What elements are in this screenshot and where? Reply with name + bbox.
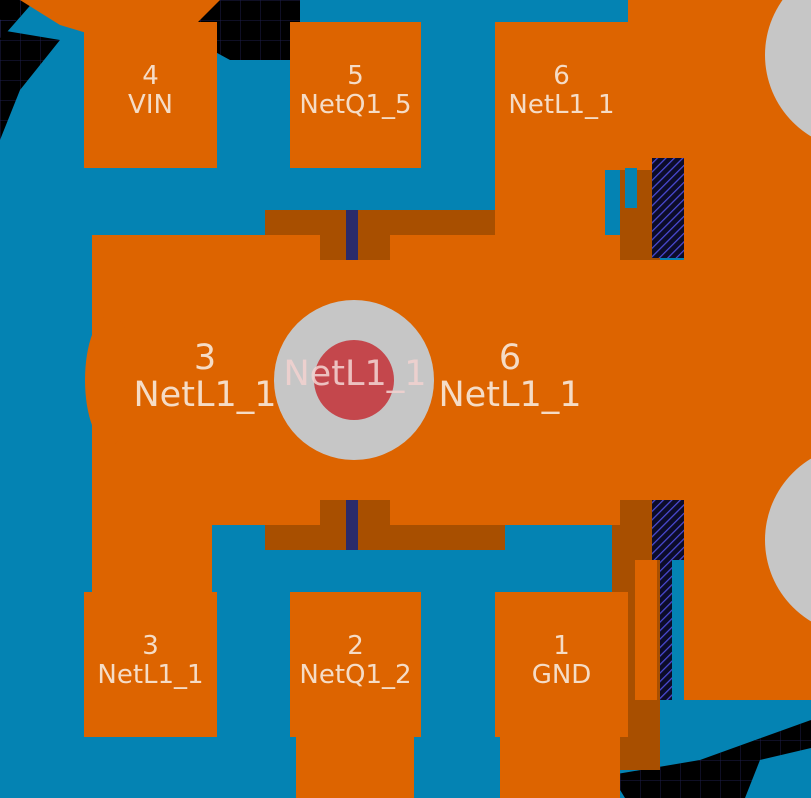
keepout-hatch-middle — [652, 500, 684, 560]
pad-rounded-edge — [85, 315, 135, 445]
bottom-trace-corner — [745, 748, 811, 798]
bottom-trace-sliver — [625, 168, 637, 208]
pad-3-bottom[interactable] — [84, 592, 217, 737]
pad-6-top[interactable] — [495, 22, 628, 168]
top-trace-right-bottom — [635, 560, 657, 700]
keepout-hatch-bottom — [660, 560, 672, 700]
pour-cutout-top-left — [0, 0, 35, 40]
via-drill-hole — [314, 340, 394, 420]
pad-1[interactable] — [495, 592, 628, 737]
mounting-hole-bottom — [765, 458, 811, 622]
slot-gap-bottom — [346, 500, 358, 550]
pad-2[interactable] — [290, 592, 421, 737]
pad-2-trace — [296, 730, 414, 798]
keepout-hatch-top — [652, 158, 684, 258]
via[interactable] — [274, 300, 434, 460]
pad-1-trace — [500, 730, 620, 798]
mounting-hole-top — [765, 0, 811, 137]
pad-6-neck — [495, 160, 605, 235]
pad-4[interactable] — [84, 22, 217, 168]
pour-cutout-top-left-grid — [0, 0, 35, 38]
bottom-trace-left — [0, 140, 22, 560]
thermal-pad-center[interactable] — [92, 235, 811, 592]
slot-gap-top — [346, 210, 358, 260]
pad-5[interactable] — [290, 22, 421, 168]
